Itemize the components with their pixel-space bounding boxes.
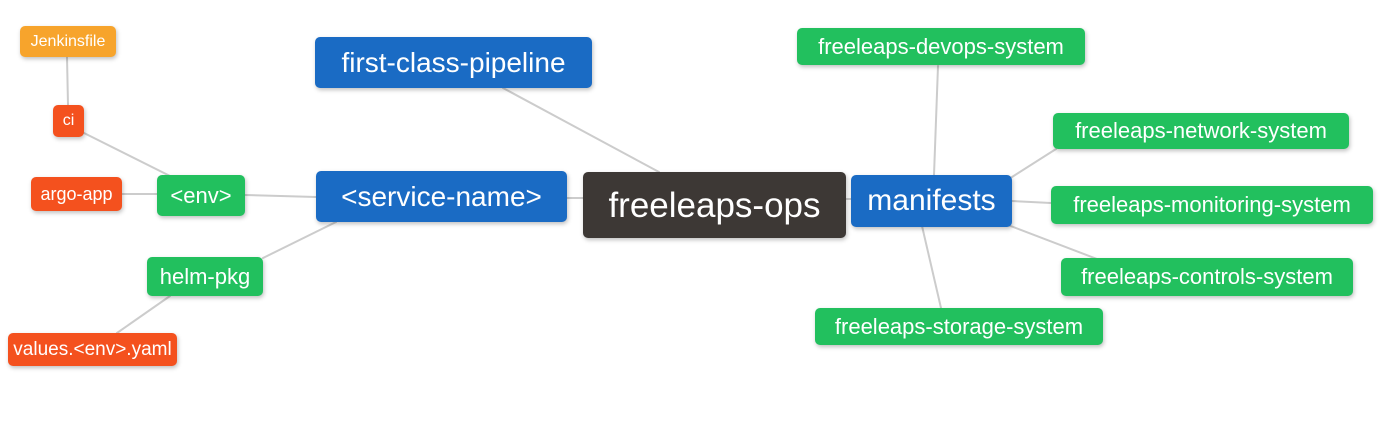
- node-freeleaps-monitoring-system[interactable]: freeleaps-monitoring-system: [1051, 186, 1373, 224]
- edge-manifests-storage: [921, 225, 942, 309]
- node-ci[interactable]: ci: [53, 105, 84, 137]
- node-freeleaps-controls-system[interactable]: freeleaps-controls-system: [1061, 258, 1353, 296]
- edge-helm-pkg-service-name: [262, 221, 337, 259]
- node-env[interactable]: <env>: [157, 175, 245, 216]
- node-freeleaps-network-system[interactable]: freeleaps-network-system: [1053, 113, 1349, 149]
- node-freeleaps-storage-system[interactable]: freeleaps-storage-system: [815, 308, 1103, 345]
- edge-manifests-controls: [1007, 224, 1098, 260]
- edge-env-service-name: [244, 194, 317, 198]
- edge-values-helm-pkg: [116, 295, 171, 334]
- edge-ci-env: [83, 132, 171, 177]
- edge-manifests-devops: [933, 65, 939, 176]
- node-manifests[interactable]: manifests: [851, 175, 1012, 227]
- node-helm-pkg[interactable]: helm-pkg: [147, 257, 263, 296]
- node-argo-app[interactable]: argo-app: [31, 177, 122, 211]
- edge-manifests-network: [1011, 148, 1057, 178]
- node-freeleaps-devops-system[interactable]: freeleaps-devops-system: [797, 28, 1085, 65]
- node-first-class-pipeline[interactable]: first-class-pipeline: [315, 37, 592, 88]
- edge-jenkinsfile-ci: [66, 56, 69, 106]
- node-service-name[interactable]: <service-name>: [316, 171, 567, 222]
- node-freeleaps-ops[interactable]: freeleaps-ops: [583, 172, 846, 238]
- node-jenkinsfile[interactable]: Jenkinsfile: [20, 26, 116, 57]
- edge-pipeline-ops: [502, 87, 660, 173]
- edge-manifests-monitoring: [1011, 200, 1052, 204]
- node-values-env-yaml[interactable]: values.<env>.yaml: [8, 333, 177, 366]
